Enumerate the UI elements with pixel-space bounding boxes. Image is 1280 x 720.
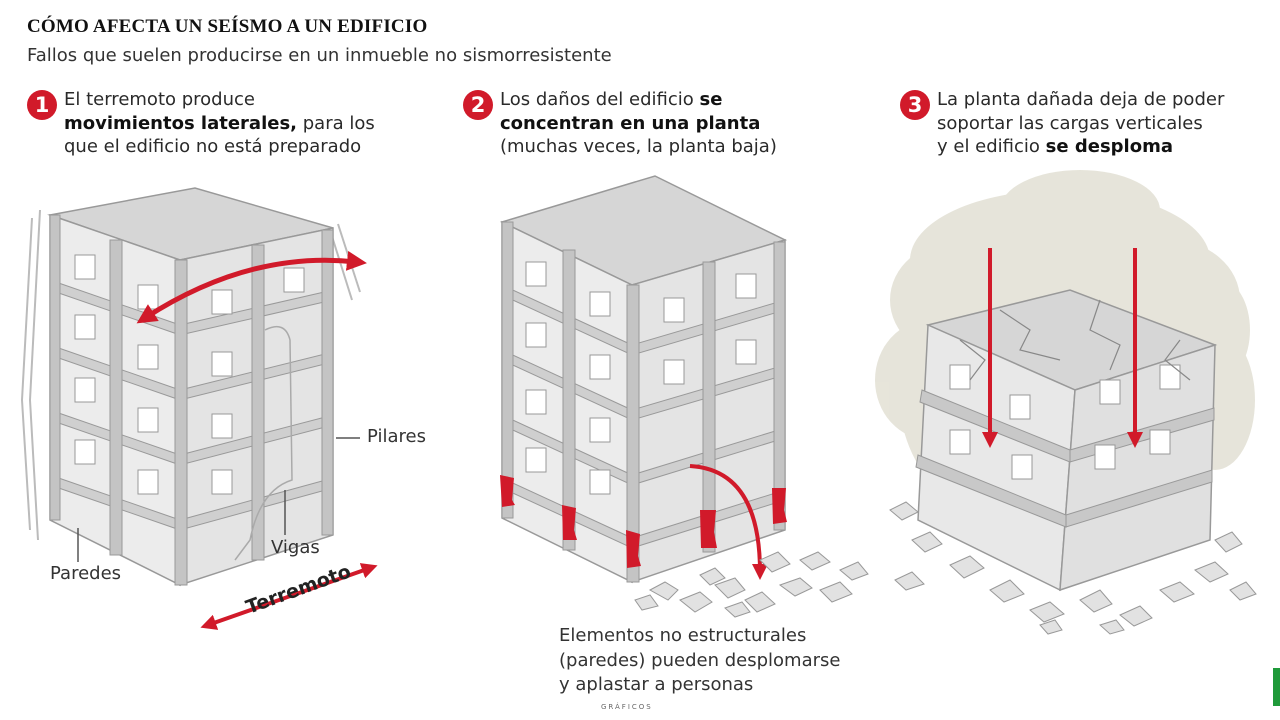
- step-1-caption: 1 El terremoto produce movimientos later…: [27, 88, 375, 159]
- label-leader-lines: [77, 437, 360, 562]
- label-paredes: Paredes: [50, 563, 122, 584]
- step-2-caption: 2 Los daños del edificio se concentran e…: [463, 88, 777, 159]
- step-1-line-1: El terremoto produce: [64, 89, 255, 110]
- earthquake-arrow: [200, 563, 378, 630]
- page-subtitle: Fallos que suelen producirse en un inmue…: [27, 45, 612, 66]
- building-3-collapsed: [875, 170, 1257, 635]
- edge-accent-bar: [1273, 668, 1280, 706]
- step-2-line-1: Los daños del edificio: [500, 89, 700, 110]
- building-2-rubble: [634, 551, 869, 618]
- step-1-line-2: para los: [297, 112, 375, 134]
- vertical-load-arrows: [982, 248, 1143, 448]
- step-2-bold-text-b: concentran en una planta: [500, 112, 761, 134]
- damaged-pillar-bases: [500, 475, 787, 568]
- note-non-structural: Elementos no estructurales (paredes) pue…: [559, 624, 840, 698]
- building-1-pillars: [49, 214, 334, 586]
- step-3-line-2: soportar las cargas verticales: [937, 112, 1203, 134]
- building-3-cracks: [959, 299, 1191, 381]
- building-2-damaged: [499, 175, 869, 618]
- credit-text: GRÁFICOS: [601, 703, 653, 711]
- page-title: CÓMO AFECTA UN SEÍSMO A UN EDIFICIO: [27, 16, 428, 37]
- label-vigas: Vigas: [271, 537, 320, 558]
- building-2-pillars: [501, 221, 786, 583]
- note-line-3: y aplastar a personas: [559, 674, 754, 695]
- step-3-caption: 3 La planta dañada deja de poder soporta…: [900, 88, 1224, 159]
- step-2-bold-text-a: se: [699, 89, 723, 110]
- step-2-number-badge: 2: [463, 90, 493, 120]
- step-1-number-badge: 1: [27, 90, 57, 120]
- step-3-number-badge: 3: [900, 90, 930, 120]
- step-3-bold-text: se desploma: [1045, 136, 1173, 157]
- sway-arrow: [136, 250, 367, 324]
- falling-wall-arrow: [689, 464, 768, 580]
- building-1-swaying: [20, 187, 378, 630]
- building-2-windows: [525, 261, 757, 495]
- step-1-bold-text: movimientos laterales,: [64, 112, 298, 134]
- step-2-line-3: (muchas veces, la planta baja): [500, 136, 777, 157]
- note-line-1: Elementos no estructurales: [559, 625, 807, 646]
- step-3-line-1: La planta dañada deja de poder: [937, 89, 1225, 110]
- building-1-torn-wall: [234, 325, 293, 561]
- step-3-line-3: y el edificio: [937, 136, 1046, 157]
- note-line-2: (paredes) pueden desplomarse: [559, 649, 841, 671]
- building-3-rubble: [889, 501, 1257, 635]
- building-3-windows: [949, 364, 1181, 480]
- label-pilares: Pilares: [367, 426, 426, 447]
- step-1-line-3: que el edificio no está preparado: [64, 136, 362, 157]
